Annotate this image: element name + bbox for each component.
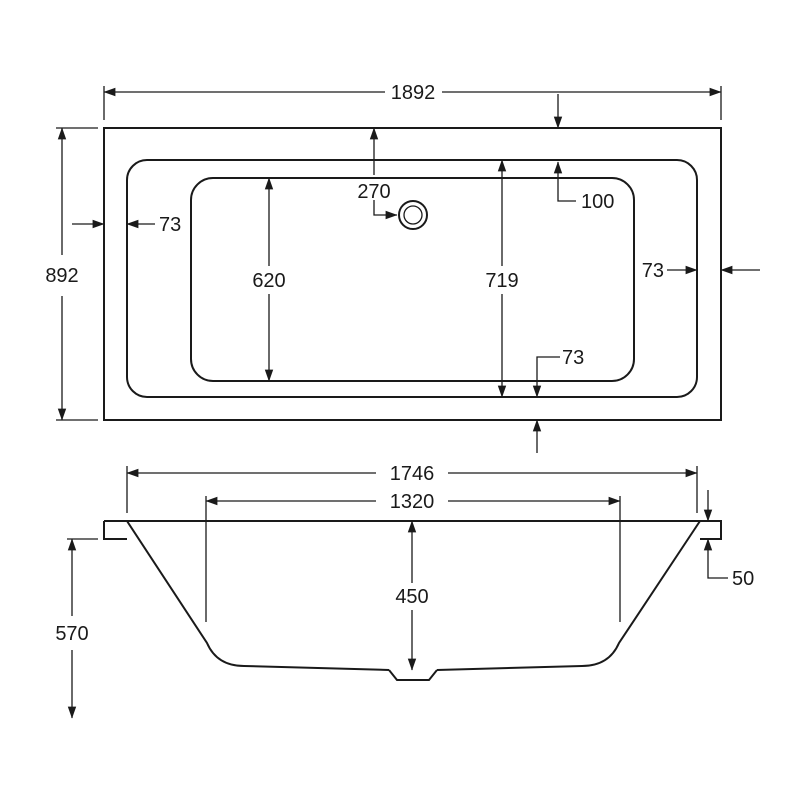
dim-rim-left: 73	[72, 214, 181, 236]
dim-overall-width: 892	[45, 127, 98, 421]
plan-inner-bowl	[126, 159, 698, 398]
dim-rim-top: 100	[553, 94, 614, 213]
dim-rim-right: 73	[642, 260, 760, 282]
dim-floor-length-label: 1320	[390, 491, 435, 513]
dim-overall-width-label: 892	[45, 265, 78, 287]
dim-depth-label: 450	[395, 586, 428, 608]
dim-height: 570	[55, 538, 98, 719]
plan-floor	[190, 177, 635, 382]
dim-waste-offset-label: 270	[357, 181, 390, 203]
dim-top-length-label: 1746	[390, 463, 435, 485]
dim-rim-thickness: 50	[703, 490, 754, 590]
dim-floor-width: 620	[246, 177, 292, 382]
dim-floor-width-label: 620	[252, 270, 285, 292]
dim-rim-top-label: 100	[581, 191, 614, 213]
dim-rim-right-label: 73	[642, 260, 664, 282]
plan-outer-rim	[103, 127, 722, 421]
dim-waste-offset: 270	[357, 127, 398, 220]
side-view: 1746 1320 450 570 50	[55, 463, 754, 719]
dim-top-length: 1746	[126, 463, 698, 513]
dim-overall-length-label: 1892	[391, 82, 436, 104]
dim-rim-bottom: 73	[532, 347, 584, 453]
dim-height-label: 570	[55, 623, 88, 645]
side-waste	[388, 669, 438, 681]
side-body	[126, 520, 701, 671]
dim-rim-thickness-label: 50	[732, 568, 754, 590]
dim-floor-length: 1320	[205, 491, 621, 622]
waste-outlet-icon	[398, 200, 428, 230]
dim-inner-width-label: 719	[485, 270, 518, 292]
plan-view: 1892 892 73 73 100	[45, 82, 760, 453]
dim-overall-length: 1892	[103, 82, 722, 120]
dim-inner-width: 719	[479, 159, 525, 398]
dim-rim-left-label: 73	[159, 214, 181, 236]
dim-depth: 450	[395, 520, 429, 671]
dim-rim-bottom-label: 73	[562, 347, 584, 369]
